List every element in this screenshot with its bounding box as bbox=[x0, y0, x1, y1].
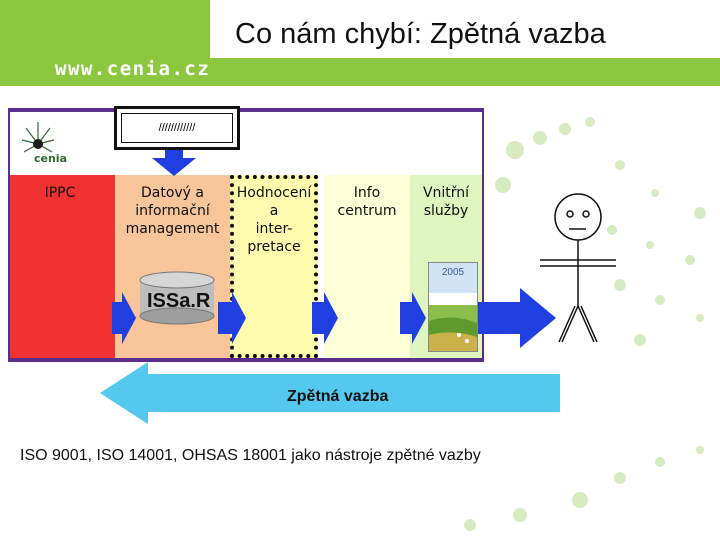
right-arrow-icon bbox=[312, 292, 338, 344]
column-ippc-label: IPPC bbox=[20, 184, 100, 202]
label-line: Vnitřní bbox=[422, 185, 470, 201]
column-info-centre bbox=[324, 175, 410, 358]
right-arrow-icon bbox=[218, 292, 246, 344]
feedback-arrow-icon bbox=[100, 362, 560, 424]
label-line: Hodnocení bbox=[236, 185, 312, 201]
ippc-label: IPPC bbox=[44, 185, 76, 201]
label-line: pretace bbox=[247, 239, 301, 255]
label-line: Info bbox=[353, 185, 381, 201]
label-line: a bbox=[269, 203, 279, 219]
bottom-caption: ISO 9001, ISO 14001, OHSAS 18001 jako ná… bbox=[20, 447, 481, 464]
label-line: management bbox=[125, 221, 220, 237]
report-cover-illustration bbox=[429, 263, 477, 351]
label-line: inter- bbox=[255, 221, 293, 237]
top-box-label: //////////// bbox=[121, 113, 233, 143]
cenia-logo-text: cenia bbox=[34, 152, 68, 165]
cenia-logo-icon bbox=[21, 122, 55, 153]
column-data-management-label: Datový a informační management bbox=[115, 184, 230, 238]
database-icon bbox=[139, 271, 215, 325]
right-arrow-icon bbox=[478, 288, 556, 348]
title-background bbox=[210, 0, 720, 58]
label-line: služby bbox=[423, 203, 469, 219]
right-arrow-icon bbox=[112, 292, 136, 344]
label-line: Datový a bbox=[140, 185, 204, 201]
column-assessment-label: Hodnocení a inter- pretace bbox=[224, 184, 324, 256]
right-arrow-icon bbox=[400, 292, 426, 344]
page-title: Co nám chybí: Zpětná vazba bbox=[235, 18, 606, 50]
feedback-label: Zpětná vazba bbox=[287, 388, 389, 405]
website-url[interactable]: www.cenia.cz bbox=[55, 58, 211, 80]
column-ippc bbox=[10, 175, 115, 358]
report-cover-year: 2005 bbox=[441, 267, 465, 278]
database-label: ISSa.R bbox=[147, 290, 211, 312]
label-line: informační bbox=[135, 203, 210, 219]
person-icon bbox=[540, 193, 616, 343]
report-cover-image: 2005 bbox=[428, 262, 478, 352]
column-assessment bbox=[230, 175, 318, 358]
column-internal-services-label: Vnitřní služby bbox=[410, 184, 482, 220]
label-line: centrum bbox=[337, 203, 397, 219]
column-info-centre-label: Info centrum bbox=[324, 184, 410, 220]
down-arrow-icon bbox=[152, 150, 196, 176]
column-data-management bbox=[115, 175, 230, 358]
